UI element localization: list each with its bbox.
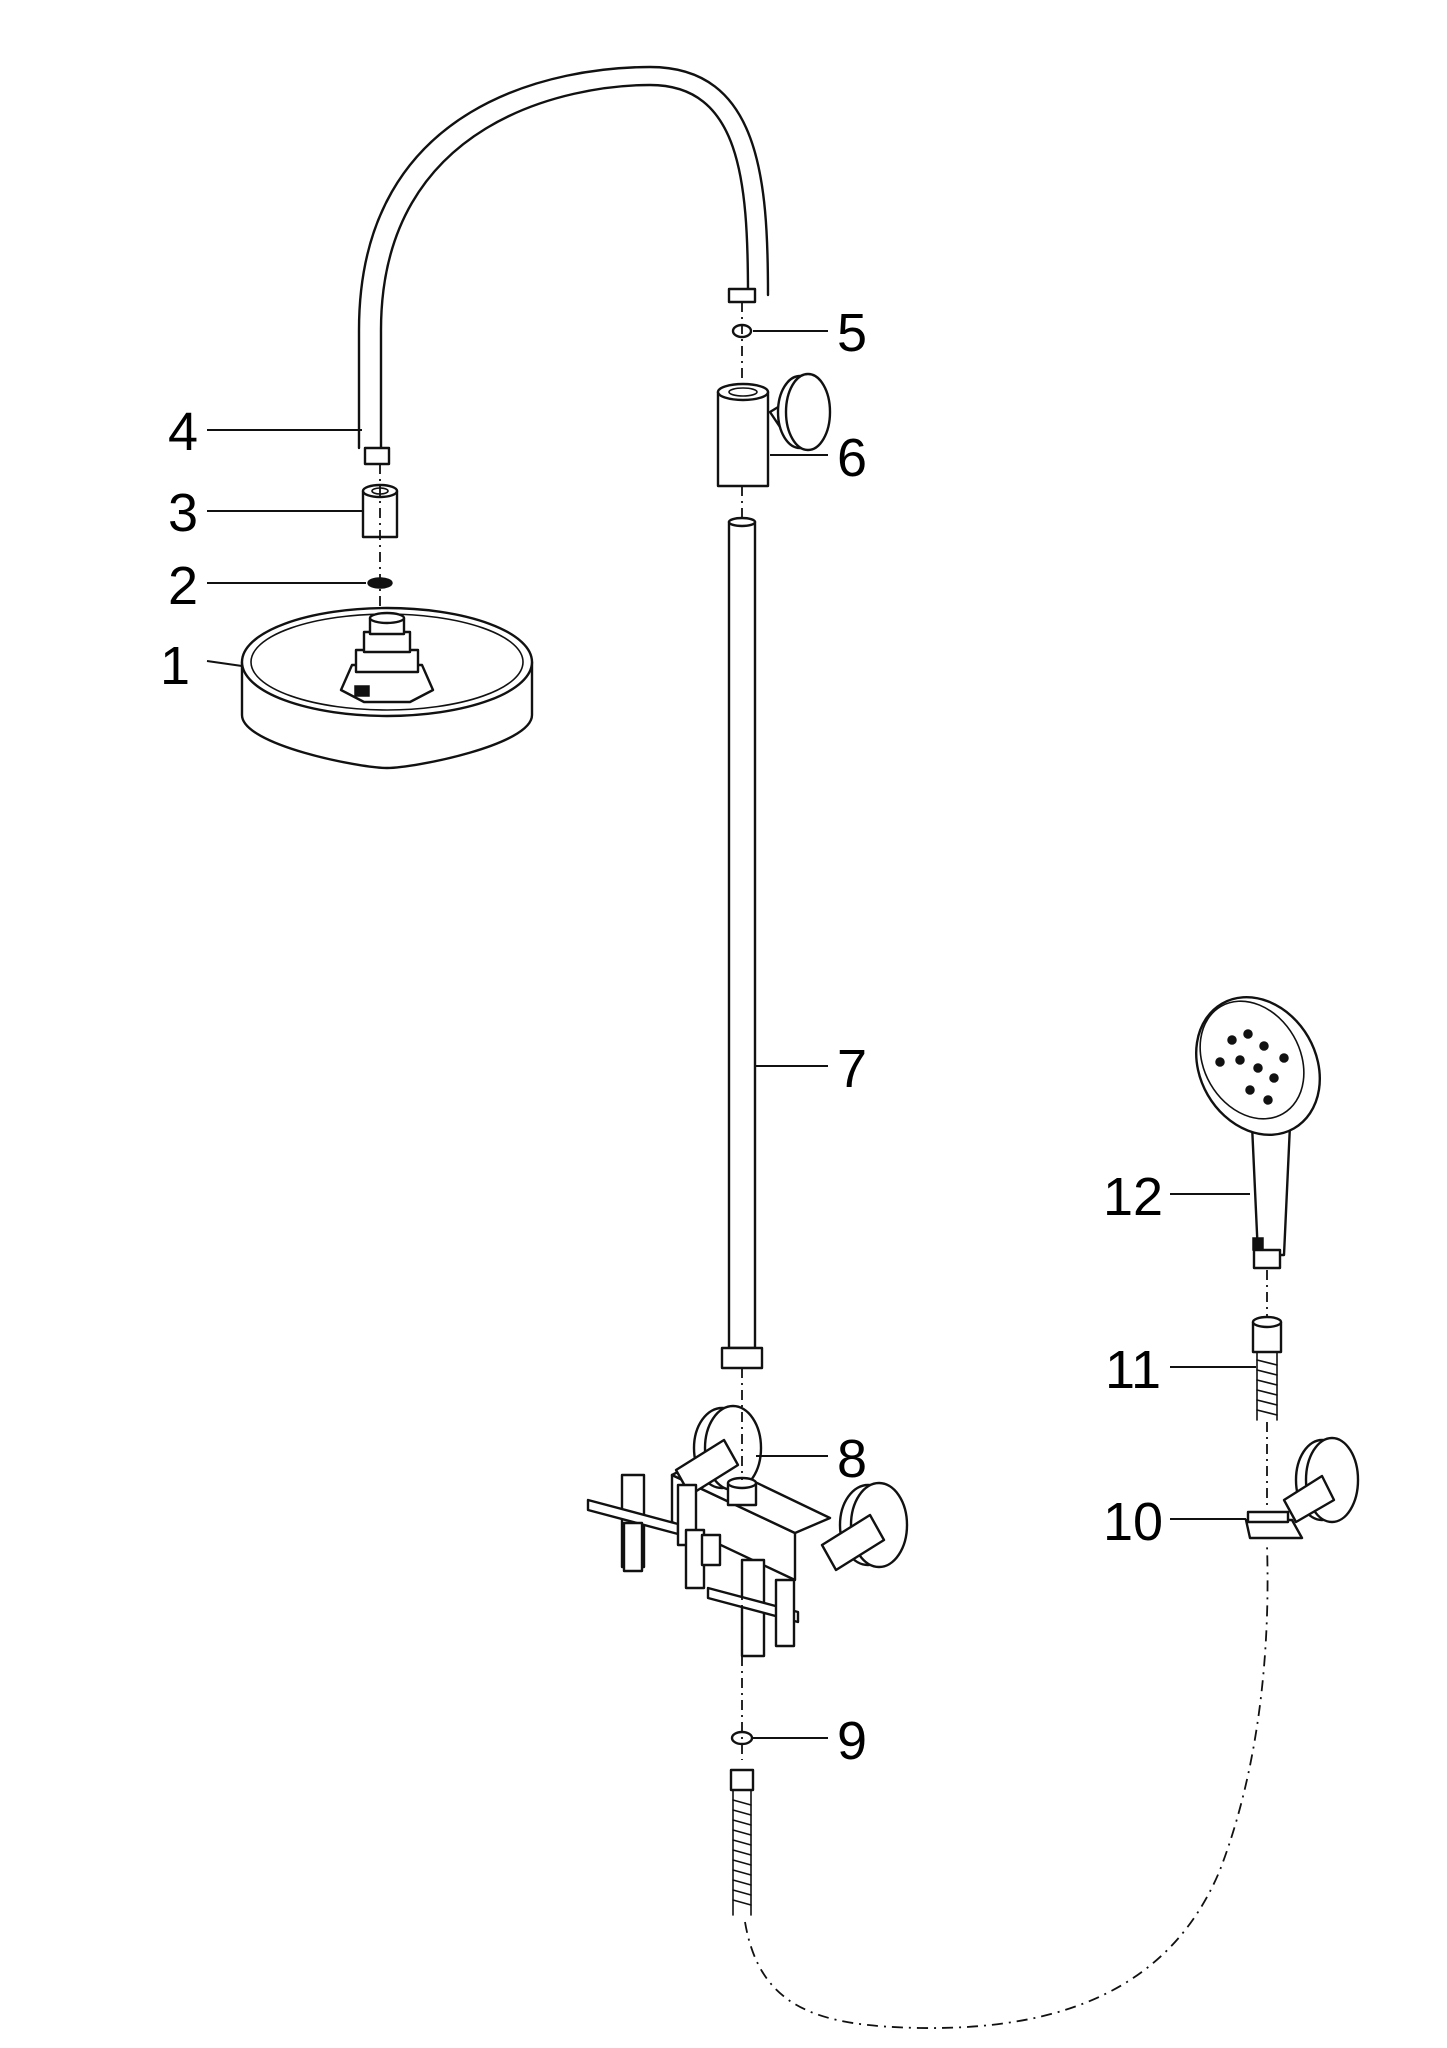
hose-connector-part-11 [1251, 1315, 1283, 1421]
callout-6: 6 [837, 428, 867, 488]
centerlines [379, 302, 1269, 2029]
callout-10: 10 [1103, 1492, 1163, 1552]
shower-arm-part-4 [357, 65, 770, 466]
callout-2: 2 [168, 556, 198, 616]
callout-3: 3 [168, 483, 198, 543]
hand-shower-holder-part-10 [1244, 1436, 1360, 1540]
mixer-valve-part-8 [586, 1404, 909, 1658]
hand-shower-part-12 [1195, 996, 1321, 1270]
t-connector-part-6 [716, 372, 832, 488]
connector-part-9 [729, 1730, 755, 1916]
rain-shower-head-part-1 [240, 606, 534, 770]
callout-labels: 1 2 3 4 5 6 7 8 9 10 11 12 [160, 303, 1163, 1771]
leader-lines [206, 330, 1256, 1739]
callout-12: 12 [1103, 1167, 1163, 1227]
callout-11: 11 [1105, 1340, 1161, 1400]
callout-9: 9 [837, 1711, 867, 1771]
callout-5: 5 [837, 303, 867, 363]
callout-8: 8 [837, 1429, 867, 1489]
riser-pipe-part-7 [720, 516, 764, 1370]
callout-4: 4 [168, 402, 198, 462]
callout-1: 1 [160, 636, 190, 696]
callout-7: 7 [837, 1039, 867, 1099]
